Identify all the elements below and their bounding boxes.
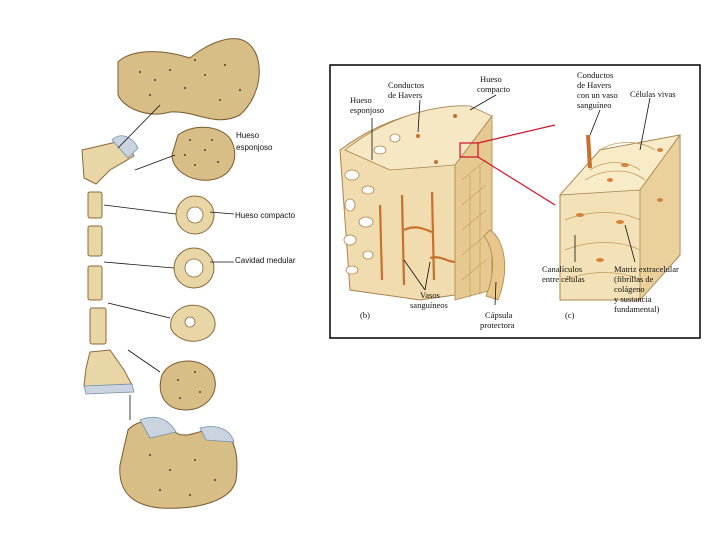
label-conductos-de-havers: Conductos de Havers [388, 80, 427, 100]
label-cavidad-medular: Cavidad medular [235, 256, 296, 265]
protective-capsule [483, 229, 505, 301]
label-havers-vessel-line-3: con un vaso [577, 90, 618, 100]
compact-bone-block [339, 105, 505, 301]
spongy-section-texture [184, 139, 219, 166]
label-matrix-line-4: y sustancia [614, 294, 652, 304]
label-matrix-line-2: (fibrillas de [614, 274, 654, 284]
label-matrix-line-3: colágeno [614, 284, 645, 294]
label-hueso-compacto: Hueso compacto [235, 211, 296, 220]
long-bone-illustration: Hueso esponjoso Hueso compacto Cavidad m… [81, 38, 296, 509]
label-havers-vessel-line-2: de Havers [577, 80, 611, 90]
label-matriz-extracelular: Matriz extracelular (fibrillas de coláge… [614, 264, 681, 314]
condyle-texture [149, 454, 216, 496]
lamellae-rings [564, 142, 656, 281]
cross-section-4 [159, 360, 216, 411]
label-conductos-con-vaso: Conductos de Havers con un vaso sanguíne… [577, 70, 620, 110]
label-canaliculi-line-1: Canalículos [542, 264, 582, 274]
label-vessels-line-1: Vasos [420, 290, 440, 300]
cross-section-ring-1 [175, 195, 215, 235]
label-spongy-b-line-2: esponjoso [350, 105, 384, 115]
label-hueso-esponjoso-b: Hueso esponjoso [350, 95, 384, 115]
label-havers-vessel-line-4: sanguíneo [577, 100, 611, 110]
zoom-source-box [459, 142, 479, 158]
label-spongy-line-2: esponjoso [236, 143, 273, 152]
zoom-connector-lines [477, 124, 556, 206]
cross-section-ring-3 [170, 304, 216, 342]
label-vessels-line-2: sanguíneos [410, 300, 448, 310]
osteon-lines [461, 159, 487, 298]
label-hueso-compacto-b: Hueso compacto [477, 74, 510, 94]
label-haversian-line-2: de Havers [388, 90, 422, 100]
label-matrix-line-1: Matriz extracelular [614, 264, 679, 274]
blood-vessels [378, 191, 456, 286]
cartilage-cap-lower [83, 383, 135, 395]
label-hueso-esponjoso: Hueso esponjoso [236, 131, 273, 152]
panel-label-c: (c) [565, 310, 575, 320]
haversian-vessel [586, 134, 592, 169]
magnified-tissue-cube [559, 133, 681, 302]
cross-section-ring-2 [173, 247, 215, 289]
bone-tissue-panel: Conductos de Havers Hueso esponjoso Hues… [329, 64, 701, 339]
label-spongy-b-line-1: Hueso [350, 95, 372, 105]
label-spongy-line-1: Hueso [236, 131, 260, 140]
left-connector-lines [103, 104, 235, 420]
condyle-cartilage [139, 416, 235, 443]
label-celulas-vivas: Células vivas [630, 89, 676, 99]
osteocytes [576, 148, 663, 262]
label-haversian-line-1: Conductos [388, 80, 424, 90]
bone-shaft-segments [81, 139, 135, 393]
label-capsule-line-2: protectora [480, 320, 515, 330]
label-havers-vessel-line-1: Conductos [577, 70, 613, 80]
haversian-canals [416, 114, 457, 164]
label-compact-b-line-2: compacto [477, 84, 510, 94]
label-canaliculos: Canalículos entre células [542, 264, 585, 284]
label-compact-b-line-1: Hueso [480, 74, 502, 84]
panel-label-b: (b) [360, 310, 370, 320]
label-canaliculi-line-2: entre células [542, 274, 585, 284]
cartilage-cap-upper [111, 135, 139, 159]
label-matrix-line-5: fundamental) [614, 304, 659, 314]
bone-head-texture [139, 59, 241, 101]
label-capsule-line-1: Cápsula [485, 310, 513, 320]
right-pointer-lines [371, 94, 651, 306]
bone-head-enlarged [117, 38, 260, 121]
label-capsula-protectora: Cápsula protectora [480, 310, 515, 330]
spongy-bone-holes [343, 133, 401, 275]
spongy-cross-section [171, 126, 236, 181]
label-vasos-sanguineos: Vasos sanguíneos [410, 290, 448, 310]
